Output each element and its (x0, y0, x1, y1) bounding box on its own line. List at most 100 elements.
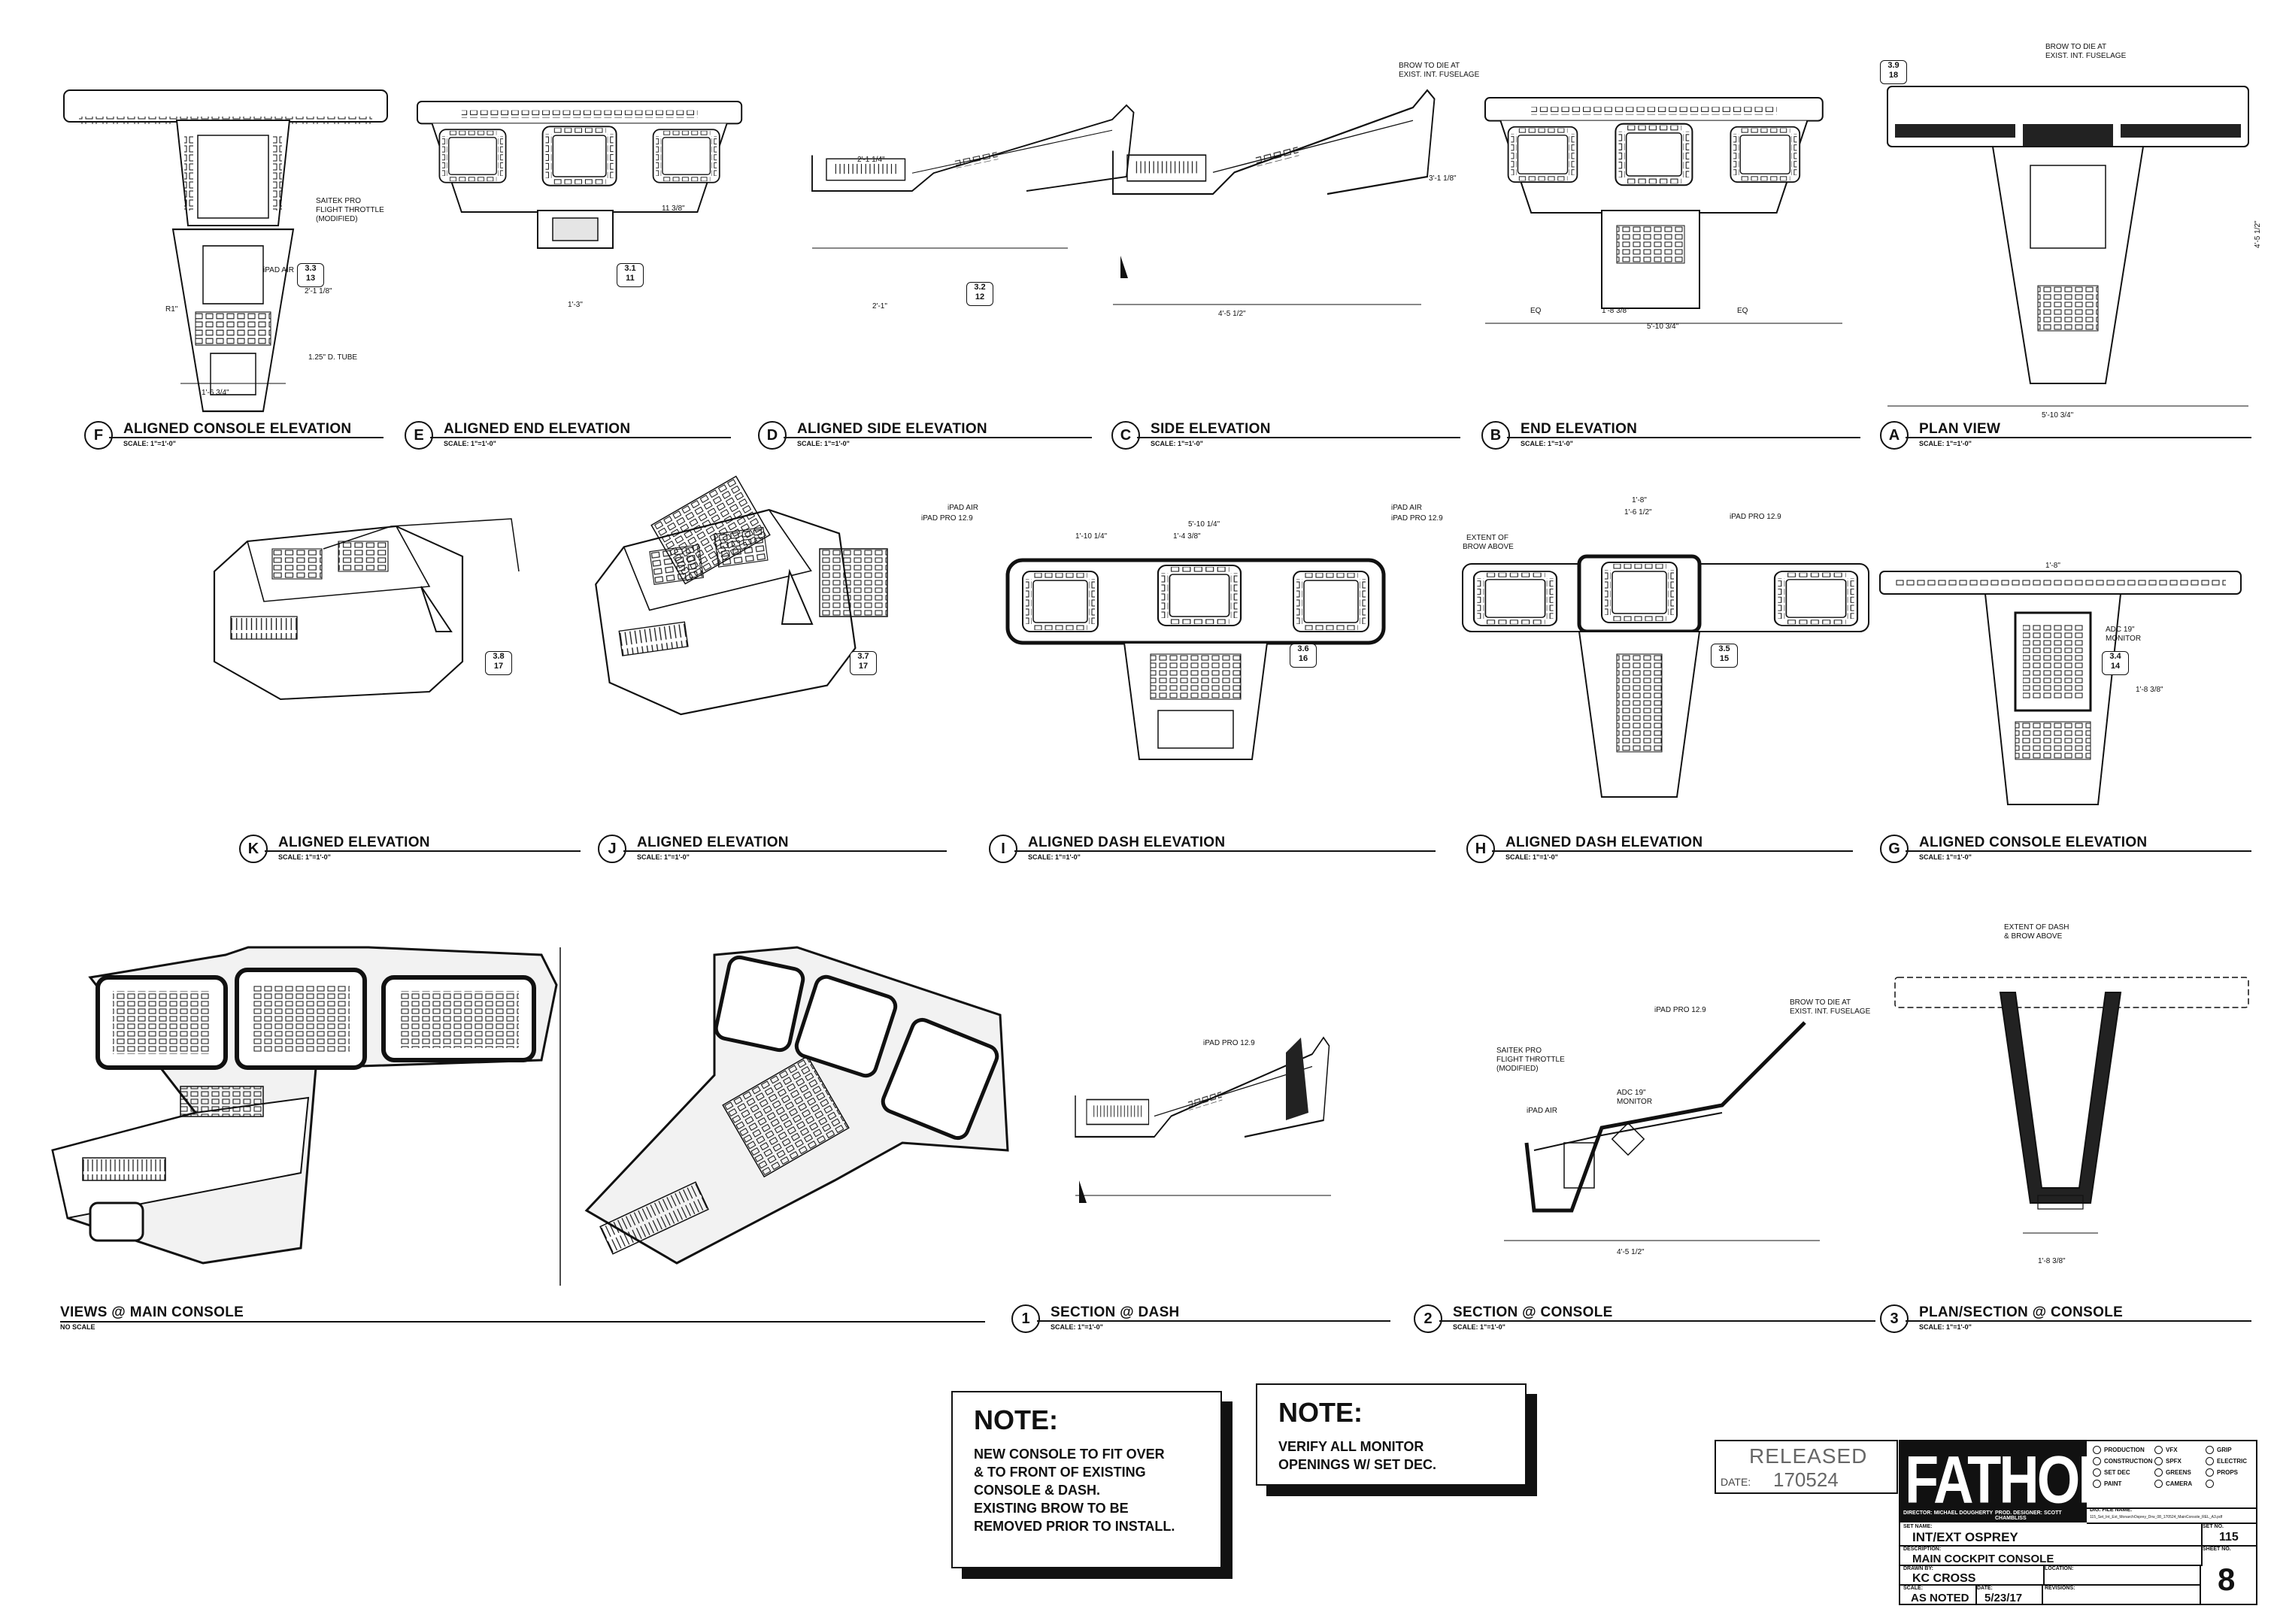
callout-ipad-pro-i: iPAD PRO 12.9 (921, 514, 973, 523)
scale-value: AS NOTED (1911, 1592, 1969, 1604)
callout-adc-1: ADC 19" (2106, 626, 2135, 634)
callout-brow-a1: BROW TO DIE AT (2045, 43, 2106, 51)
dim-i1: 5'-10 1/4" (1188, 520, 1220, 529)
view-name-h: ALIGNED DASH ELEVATION (1505, 835, 1703, 850)
checkbox-icon (2154, 1446, 2163, 1454)
location-label: LOCATION: (2045, 1566, 2074, 1571)
view-name-2: SECTION @ CONSOLE (1453, 1304, 1613, 1320)
view-scale-2: SCALE: 1"=1'-0" (1453, 1323, 1505, 1331)
set-no-label: SET NO. (2203, 1524, 2224, 1529)
view-name-3: PLAN/SECTION @ CONSOLE (1919, 1304, 2124, 1320)
dig-file-name: 115_Set_Int_Ext_MonarchOsprey_Drw_08_170… (2090, 1515, 2223, 1519)
view-bubble-c: C (1111, 421, 1140, 450)
title-block: RELEASED DATE: 170524 FATHOM DIRECTOR: M… (1715, 1440, 2257, 1605)
checkbox-icon (2093, 1480, 2101, 1488)
checkbox-icon (2093, 1457, 2101, 1465)
dept-paint[interactable]: PAINT (2093, 1480, 2154, 1488)
view-scale-d: SCALE: 1"=1'-0" (797, 440, 850, 447)
callout-ipad-pro-s1: iPAD PRO 12.9 (1203, 1039, 1255, 1047)
dept-blank[interactable] (2206, 1480, 2251, 1488)
description-label: DESCRIPTION: (1903, 1547, 1942, 1552)
view-rule-g (1906, 850, 2251, 852)
view-rule-k (265, 850, 581, 852)
view-scale-i: SCALE: 1"=1'-0" (1028, 853, 1081, 861)
dept-props[interactable]: PROPS (2206, 1468, 2251, 1477)
callout-adc-2: MONITOR (2106, 635, 2141, 643)
sheet-no: 8 (2218, 1562, 2236, 1597)
dept-set-dec[interactable]: SET DEC (2093, 1468, 2154, 1477)
dim-f2: 2'-1 1/8" (305, 287, 332, 295)
view-scale-g: SCALE: 1"=1'-0" (1919, 853, 1972, 861)
dim-e2: 11 3/8" (662, 205, 685, 213)
view-e-drawing (417, 102, 741, 249)
view-scale-3: SCALE: 1"=1'-0" (1919, 1323, 1972, 1331)
dim-h2: 1'-6 1/2" (1624, 508, 1652, 517)
callout-brow-c1: BROW TO DIE AT (1399, 62, 1460, 70)
view-name-g: ALIGNED CONSOLE ELEVATION (1919, 835, 2148, 850)
dept-construction[interactable]: CONSTRUCTION (2093, 1457, 2154, 1465)
callout-brow-s2b: EXIST. INT. FUSELAGE (1790, 1007, 1871, 1016)
callout-ipad-pro-i2: iPAD PRO 12.9 (1391, 514, 1443, 523)
callout-brow-c2: EXIST. INT. FUSELAGE (1399, 71, 1480, 79)
dim-b2: 1'-8 3/8" (1602, 307, 1630, 315)
views-main-render-1 (51, 946, 558, 1265)
dept-spfx[interactable]: SPFX (2154, 1457, 2206, 1465)
view-name-c: SIDE ELEVATION (1151, 421, 1271, 437)
released-date: 170524 (1773, 1468, 1839, 1491)
view-f-drawing (63, 89, 388, 413)
dept-vfx[interactable]: VFX (2154, 1446, 2206, 1454)
callout-ipad-air-f: iPAD AIR (263, 266, 294, 274)
dept-production[interactable]: PRODUCTION (2093, 1446, 2154, 1454)
fathom-logo-text: FATHOM (1905, 1442, 2124, 1517)
dept-electric[interactable]: ELECTRIC (2206, 1457, 2251, 1465)
callout-ipad-air-s2: iPAD AIR (1527, 1107, 1557, 1115)
date-value: 5/23/17 (1984, 1592, 2023, 1604)
view-scale-k: SCALE: 1"=1'-0" (278, 853, 331, 861)
dim-d1: 2'-1" (872, 302, 887, 311)
set-no-cell: SET NO. 115 (2200, 1522, 2257, 1547)
dim-b-eq1: EQ (1530, 307, 1542, 315)
note-monitor-body: VERIFY ALL MONITOR OPENINGS W/ SET DEC. (1278, 1439, 1437, 1472)
view-bubble-b: B (1481, 421, 1510, 450)
description-cell: DESCRIPTION: MAIN COCKPIT CONSOLE (1899, 1545, 2203, 1566)
dept-greens[interactable]: GREENS (2154, 1468, 2206, 1477)
note-monitor: NOTE: VERIFY ALL MONITOR OPENINGS W/ SET… (1256, 1383, 1527, 1486)
designer-credit: PROD. DESIGNER: SCOTT CHAMBLISS (1995, 1510, 2062, 1521)
dim-b1: 5'-10 3/4" (1647, 323, 1679, 331)
dim-a1: 5'-10 3/4" (2042, 411, 2074, 420)
view-rule-3 (1906, 1320, 2251, 1322)
note-monitor-heading: NOTE: (1278, 1397, 1363, 1428)
callout-ipad-pro-s2: iPAD PRO 12.9 (1654, 1006, 1706, 1014)
section-1-drawing (1074, 1036, 1331, 1203)
view-rule-main (60, 1321, 985, 1323)
dim-s3: 1'-8 3/8" (2038, 1257, 2066, 1265)
callout-r1: R1" (165, 305, 178, 314)
callout-saitek-s2b: FLIGHT THROTTLE (1496, 1056, 1565, 1064)
drawn-by-cell: DRAWN BY: KC CROSS (1899, 1565, 2045, 1586)
checkbox-icon (2154, 1480, 2163, 1488)
checkbox-icon (2154, 1457, 2163, 1465)
dept-camera[interactable]: CAMERA (2154, 1480, 2206, 1488)
view-rule-e (430, 437, 731, 438)
view-name-k: ALIGNED ELEVATION (278, 835, 430, 850)
callout-saitek-2: FLIGHT THROTTLE (316, 206, 384, 214)
view-name-f: ALIGNED CONSOLE ELEVATION (123, 421, 352, 437)
view-bubble-j: J (598, 835, 626, 863)
dig-file-label: DIG. FILE NAME: (2090, 1507, 2133, 1513)
location-cell: LOCATION: (2042, 1565, 2201, 1586)
dim-d2: 2'-1 1/4" (857, 156, 885, 164)
view-bubble-h: H (1466, 835, 1495, 863)
dept-grip[interactable]: GRIP (2206, 1446, 2251, 1454)
callout-extent-dash-1: EXTENT OF DASH (2004, 923, 2069, 932)
